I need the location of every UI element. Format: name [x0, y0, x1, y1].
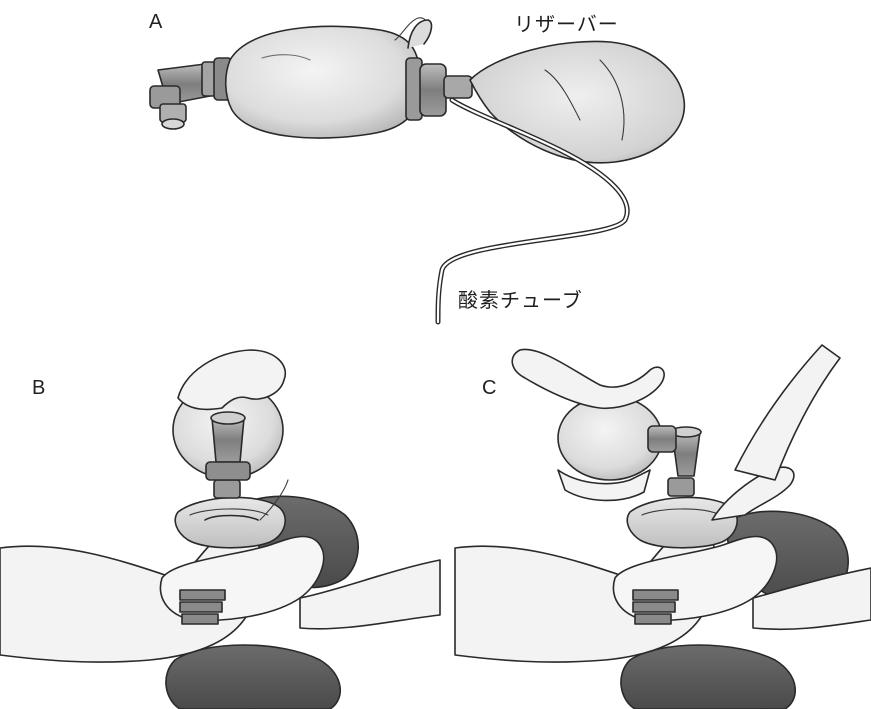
ventilation-bag — [226, 18, 432, 138]
panel-label-a: A — [149, 12, 162, 32]
oxygen-tube-callout: 酸素チューブ — [458, 290, 583, 310]
reservoir-bag — [470, 41, 684, 162]
patient-occiput-b — [166, 645, 340, 709]
reservoir-valve — [406, 58, 472, 120]
panel-b — [0, 350, 440, 709]
panel-label-c: C — [482, 378, 496, 398]
bag-c — [558, 396, 676, 480]
patient-occiput-c — [621, 645, 795, 709]
panel-label-b: B — [32, 378, 45, 398]
bag-hand-c-top — [512, 349, 664, 408]
panel-a — [150, 18, 684, 322]
elbow-connector — [150, 58, 232, 129]
reservoir-callout: リザーバー — [514, 14, 619, 34]
mask-b — [175, 480, 285, 548]
panel-c — [455, 345, 871, 709]
operator-forearm-c — [735, 345, 840, 480]
